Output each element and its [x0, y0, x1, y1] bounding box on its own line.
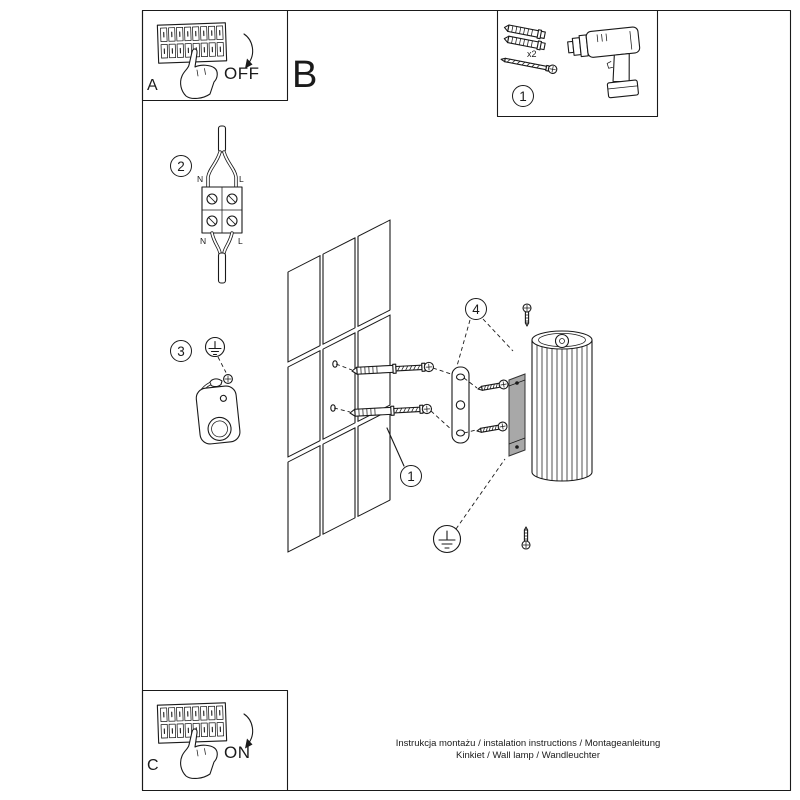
leader-line-anchors — [386, 427, 405, 467]
wall-illustration — [287, 219, 391, 553]
ground-leader-dash — [455, 458, 506, 530]
main-frame — [141, 9, 792, 792]
step-4-number: 4 — [465, 298, 487, 320]
off-label: OFF — [224, 64, 260, 83]
ground-symbol-badge — [432, 524, 462, 554]
wire-label-n-bottom: N — [200, 236, 207, 246]
anchor-screw-assembly-lower — [349, 403, 433, 417]
strip-screw-dashes — [463, 377, 478, 434]
lamp-body — [531, 330, 593, 482]
box-a-letter: A — [147, 77, 158, 94]
step-2-number: 2 — [170, 155, 192, 177]
footer-line-2: Kinkiet / Wall lamp / Wandleuchter — [456, 749, 600, 761]
leader-dash-ground — [217, 356, 227, 373]
strip-screw-upper — [477, 379, 509, 391]
lamp-channel — [508, 373, 526, 457]
mounting-screw-icon — [500, 57, 558, 75]
breaker-panel-off-illustration — [156, 22, 254, 100]
wire-label-l-bottom: L — [238, 236, 243, 246]
parts-box-frame — [496, 9, 659, 118]
footer-line-1: Instrukcja montażu / instalation instruc… — [395, 738, 661, 749]
footer-caption: Instrukcja montażu / instalation instruc… — [330, 738, 726, 761]
power-cable-illustration — [201, 125, 243, 284]
section-b-letter: B — [292, 54, 318, 96]
box-a-frame — [141, 9, 289, 102]
parts-box-step-number: 1 — [512, 85, 534, 107]
wall-plugs-icon — [503, 24, 546, 51]
anchor-screw-assembly-upper — [351, 361, 435, 375]
mounting-strip — [451, 366, 470, 444]
anchor-count-label: x2 — [527, 49, 537, 59]
box-c-frame — [141, 689, 289, 792]
on-label: ON — [224, 743, 251, 762]
ground-symbol-icon — [204, 336, 226, 358]
box-c-letter: C — [147, 757, 159, 774]
canopy-bracket-illustration — [195, 374, 241, 445]
lamp-top-screw-icon — [522, 303, 532, 327]
drill-icon — [567, 26, 641, 99]
breaker-panel-on-illustration — [156, 702, 254, 780]
strip-screw-lower — [476, 421, 508, 433]
anchors-step-number: 1 — [400, 465, 422, 487]
lamp-bottom-screw-icon — [521, 526, 531, 550]
leader-dashes-step4 — [456, 318, 514, 367]
wire-label-l-top: L — [239, 174, 244, 184]
terminal-block — [201, 186, 243, 234]
alignment-dashes — [333, 363, 454, 432]
wire-label-n-top: N — [197, 174, 204, 184]
step-3-number: 3 — [170, 340, 192, 362]
